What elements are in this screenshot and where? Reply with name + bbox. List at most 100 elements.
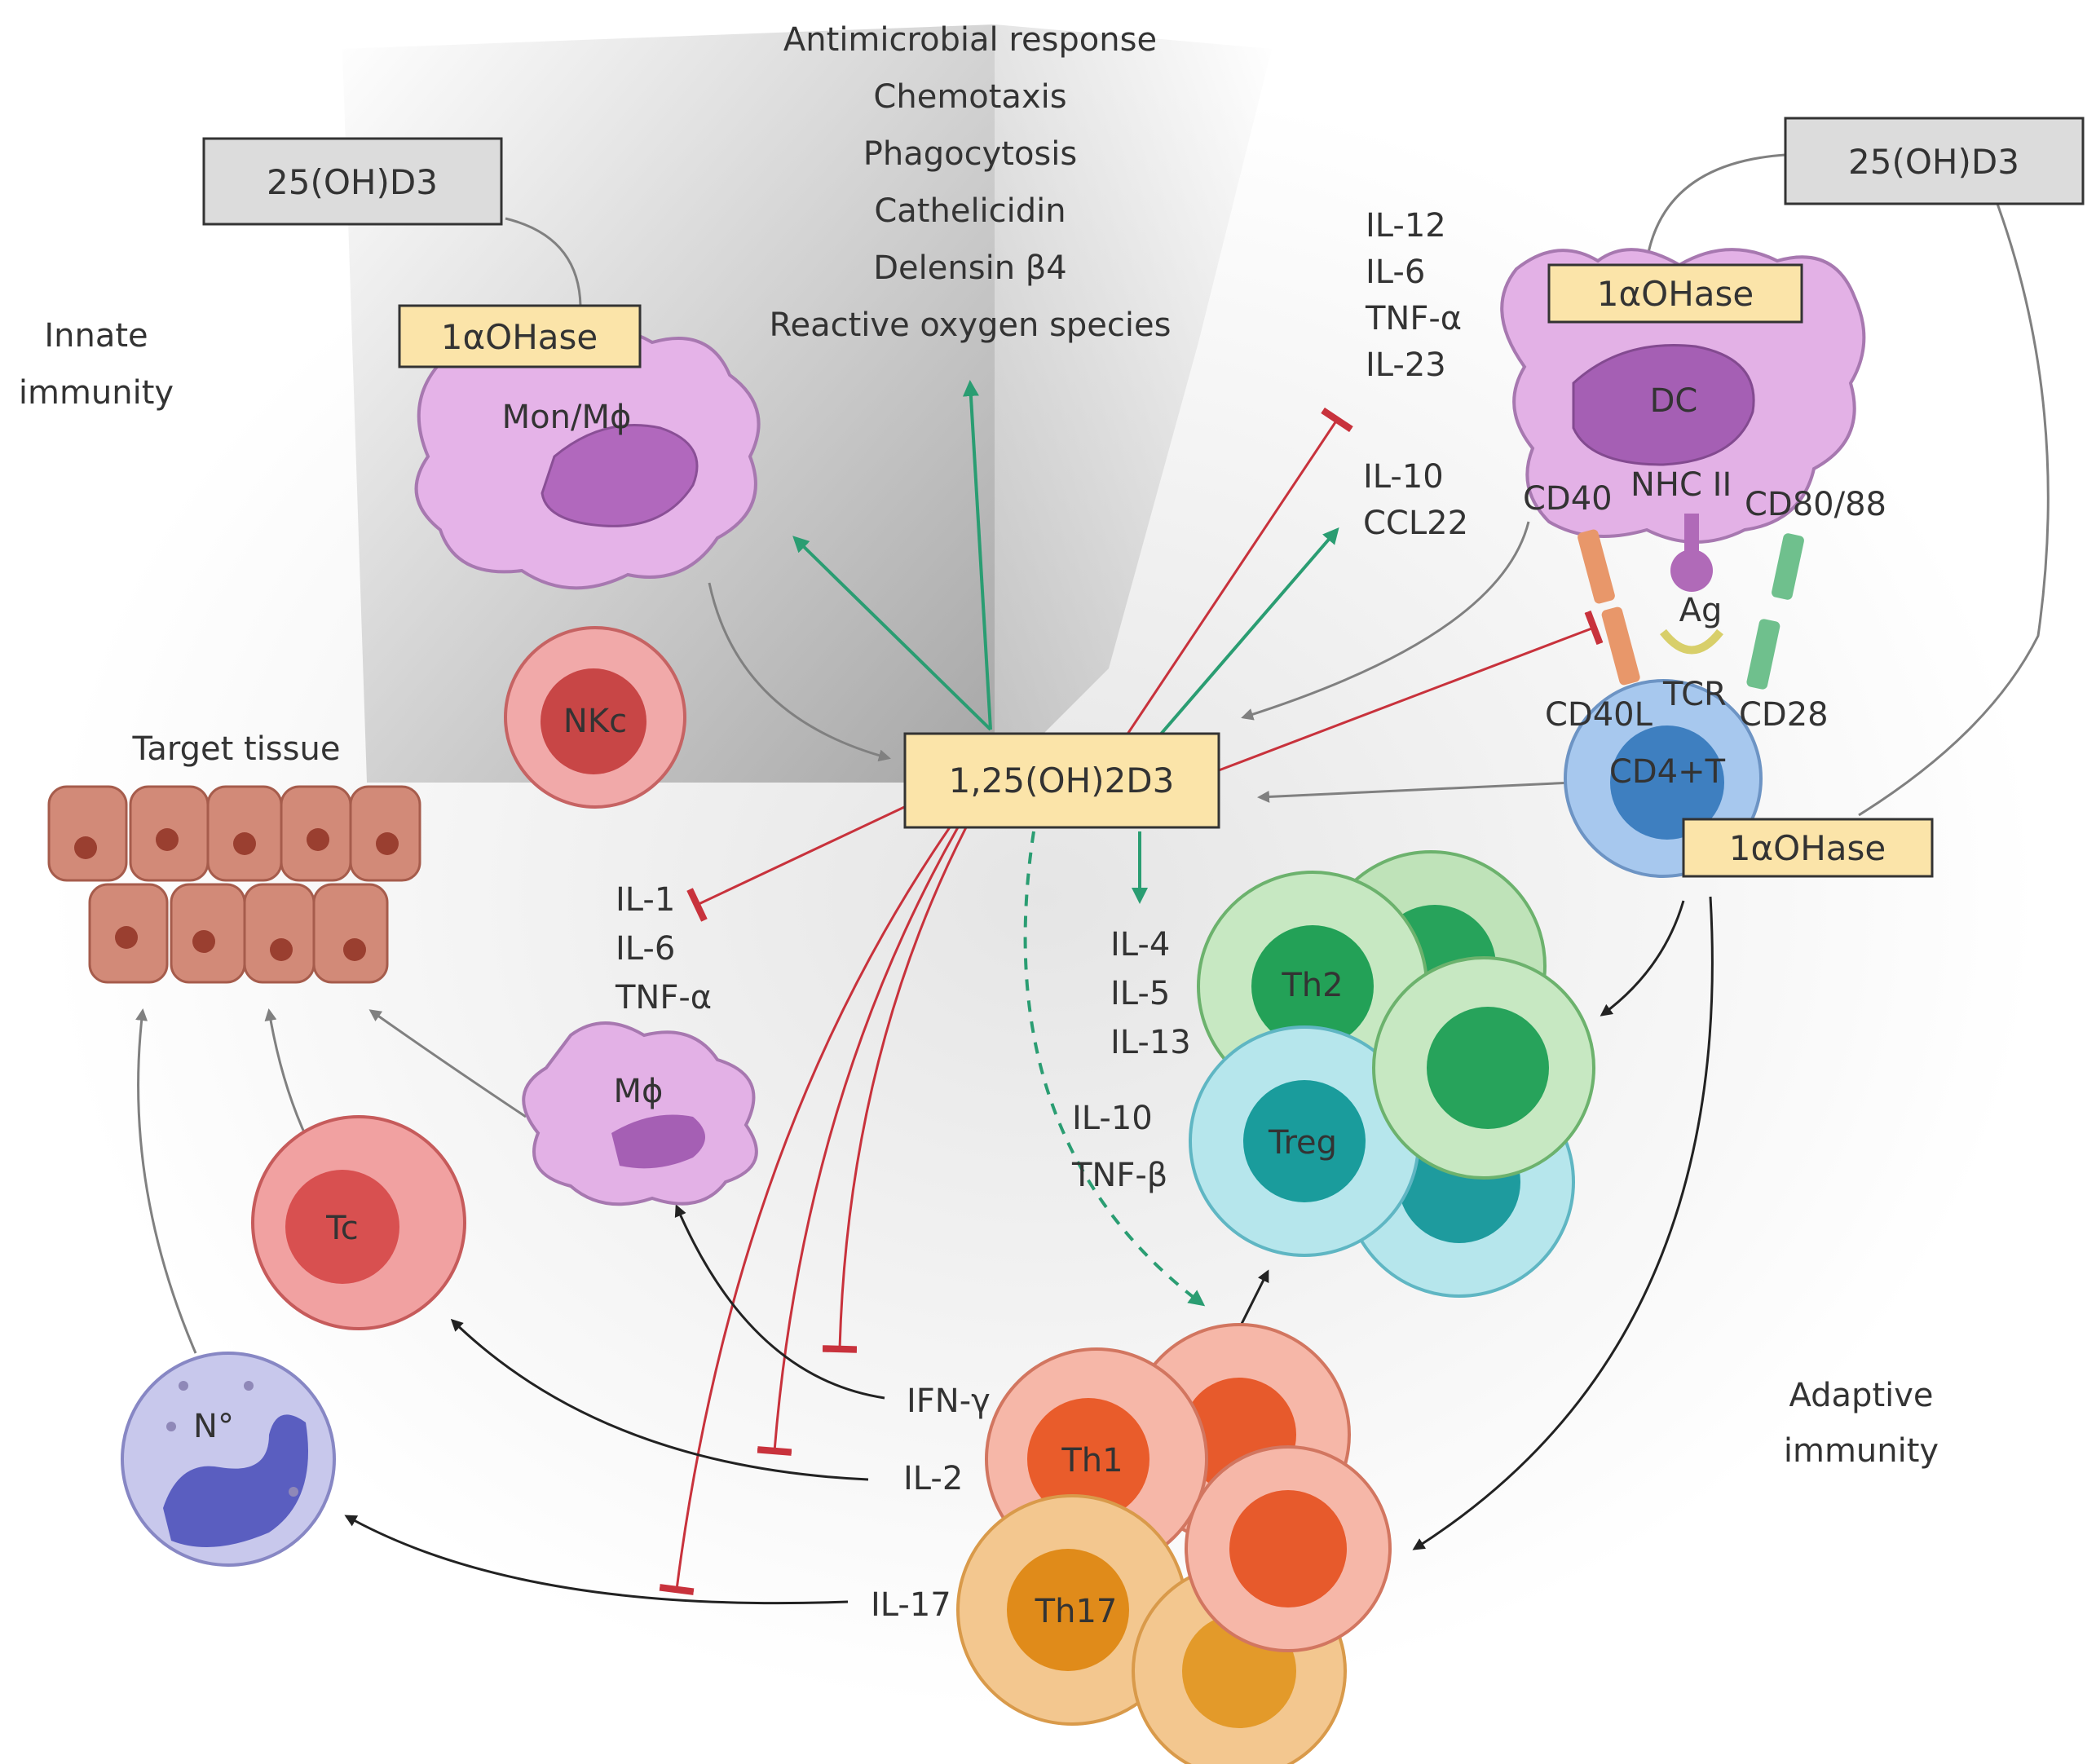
- ohase-box-dc: 1αOHase: [1547, 263, 1803, 324]
- ohase-dc-label: 1αOHase: [1597, 274, 1754, 314]
- monocyte-macrophage-cell: [414, 325, 761, 590]
- tcr-label: TCR: [1662, 676, 1727, 713]
- vitd-right-label: 25(OH)D3: [1848, 142, 2019, 182]
- response-item: Cathelicidin: [874, 192, 1066, 230]
- il2-label: IL-2: [903, 1460, 963, 1497]
- th2-label: Th2: [1281, 967, 1343, 1004]
- response-item: Antimicrobial response: [783, 21, 1157, 59]
- arrow-active-to-il10: [1156, 527, 1339, 739]
- ohase-t-label: 1αOHase: [1729, 828, 1886, 868]
- arrow-active-to-responses: [962, 380, 992, 730]
- cytokine-label: IL-6: [1366, 254, 1425, 291]
- il17-label: IL-17: [871, 1586, 951, 1624]
- cytokine-label: TNF-α: [615, 979, 712, 1017]
- curve-vitd-right-to-dc: [1645, 153, 1786, 262]
- cytokine-label: CCL22: [1363, 505, 1468, 542]
- cytokine-label: IL-10: [1363, 458, 1444, 496]
- cytokine-label: IL-13: [1110, 1024, 1191, 1061]
- inhibit-il17: [659, 827, 951, 1595]
- neutrophil-label: N°: [193, 1408, 234, 1445]
- nk-cell: [504, 626, 686, 809]
- cytokine-label: IL-1: [616, 881, 675, 919]
- arrow-mphi-to-target: [368, 1009, 527, 1118]
- shaded-sector-right: [995, 24, 1272, 783]
- macrophage-cell: [522, 1021, 758, 1206]
- ohase-box-t: 1αOHase: [1682, 818, 1934, 878]
- arrow-tc-to-target: [264, 1008, 310, 1142]
- curve-vitd-left-to-mon: [505, 217, 582, 306]
- th2-treg-cluster: [1189, 850, 1595, 1298]
- adaptive-label: Adaptive: [1789, 1377, 1933, 1414]
- inhibit-mphi-cytokines: [686, 801, 914, 922]
- vitd-box-right: 25(OH)D3: [1784, 117, 2085, 205]
- cytokine-label: IL-12: [1366, 207, 1446, 245]
- arrow-cd4-to-th1: [1412, 896, 1714, 1550]
- arrow-active-to-th17-dashed: [1023, 831, 1206, 1307]
- mphi-label: Mϕ: [614, 1073, 664, 1110]
- mphi-cytokines: IL-1 IL-6 TNF-α: [615, 881, 712, 1017]
- inhibit-ifn: [822, 827, 968, 1353]
- tc-label: Tc: [325, 1210, 359, 1247]
- neutrophil-cell: [121, 1352, 336, 1567]
- mon-label: Mon/Mϕ: [502, 399, 632, 436]
- arrow-cd4-to-th2: [1600, 900, 1685, 1017]
- arrow-ifn-to-mphi: [674, 1204, 885, 1400]
- response-list: Antimicrobial response Chemotaxis Phagoc…: [770, 21, 1172, 344]
- dc-label: DC: [1650, 382, 1698, 420]
- arrow-mon-to-active: [708, 582, 891, 762]
- dc-induced-cytokines: IL-10 CCL22: [1363, 458, 1468, 542]
- vitd-left-label: 25(OH)D3: [267, 162, 438, 202]
- arrow-th1-to-treg: [1238, 1269, 1269, 1330]
- cd80-label: CD80/88: [1745, 486, 1886, 523]
- cytokine-label: IL-6: [616, 930, 675, 968]
- treg-cytokines: IL-10 TNF-β: [1071, 1100, 1167, 1194]
- arrow-cd4-to-active: [1257, 781, 1574, 803]
- th1-label: Th1: [1061, 1442, 1123, 1480]
- inhibit-dc-cytokines: [1123, 407, 1353, 739]
- arrow-il2-to-tc: [450, 1318, 869, 1481]
- th2-cytokines: IL-4 IL-5 IL-13: [1110, 926, 1191, 1061]
- innate-label: Innate: [44, 317, 148, 355]
- cytokine-label: IL-10: [1072, 1100, 1153, 1137]
- response-item: Chemotaxis: [873, 78, 1066, 116]
- ohase-box-mon: 1αOHase: [398, 304, 642, 368]
- curve-vitd-right-to-cd4: [1858, 203, 2050, 817]
- cytokine-label: TNF-α: [1365, 300, 1462, 337]
- nkc-label: NKc: [563, 703, 627, 740]
- th17-label: Th17: [1035, 1593, 1118, 1630]
- arrow-active-to-mon: [792, 536, 992, 731]
- inhibit-synapse: [1218, 610, 1604, 772]
- arrow-dc-to-active: [1241, 521, 1530, 721]
- dc-inhibited-cytokines: IL-12 IL-6 TNF-α IL-23: [1365, 207, 1462, 384]
- immune-synapse: [1578, 514, 1804, 690]
- arrow-neut-to-target: [135, 1008, 197, 1354]
- cytokine-label: IL-23: [1366, 346, 1446, 384]
- response-item: Phagocytosis: [863, 135, 1077, 173]
- treg-label: Treg: [1268, 1124, 1337, 1162]
- cytokine-label: TNF-β: [1071, 1157, 1167, 1194]
- th1-th17-cluster: [956, 1323, 1392, 1764]
- active-vitd-label: 1,25(OH)2D3: [949, 761, 1175, 800]
- innate-label: immunity: [19, 374, 174, 412]
- response-item: Delensin β4: [873, 249, 1066, 287]
- cd40-label: CD40: [1523, 480, 1613, 518]
- adaptive-label: immunity: [1784, 1432, 1939, 1470]
- cd28-label: CD28: [1739, 696, 1829, 734]
- ifn-gamma-label: IFN-γ: [907, 1383, 991, 1420]
- response-item: Reactive oxygen species: [770, 306, 1172, 344]
- cytokine-label: IL-5: [1110, 975, 1170, 1012]
- vitd-box-left: 25(OH)D3: [202, 137, 503, 226]
- arrow-il17-to-neut: [344, 1515, 849, 1605]
- cd4-label: CD4+T: [1609, 753, 1726, 791]
- mhc-label: NHC II: [1630, 466, 1732, 504]
- target-tissue-label: Target tissue: [132, 730, 341, 768]
- cd40l-label: CD40L: [1545, 696, 1653, 734]
- antigen-label: Ag: [1679, 592, 1723, 629]
- cytotoxic-t-cell: [251, 1115, 466, 1330]
- active-vitd-box: 1,25(OH)2D3: [903, 732, 1220, 829]
- target-tissue: [47, 785, 421, 984]
- ohase-mon-label: 1αOHase: [441, 317, 598, 357]
- inhibit-il2: [757, 827, 960, 1456]
- cytokine-label: IL-4: [1110, 926, 1170, 964]
